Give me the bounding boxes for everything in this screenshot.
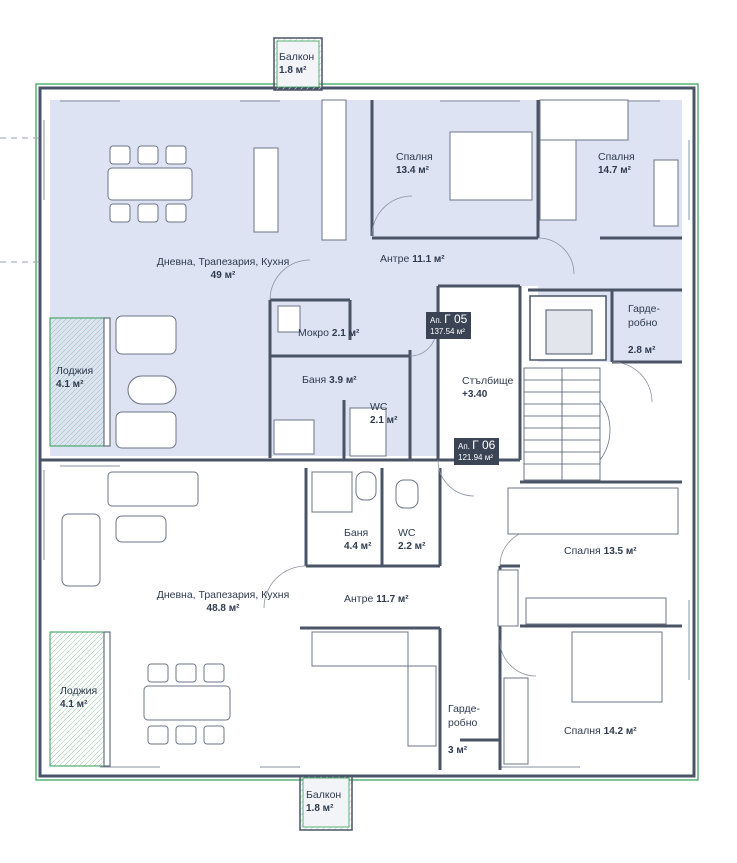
- room-area: 13.5 м²: [603, 546, 637, 557]
- room-name: Стълбище: [462, 375, 514, 387]
- room-balcony-bottom: Балкон 1.8 м²: [306, 788, 341, 816]
- stairs-shape: [523, 367, 611, 481]
- room-area: 49 м²: [210, 270, 236, 281]
- room-name: Антре: [344, 593, 374, 605]
- room-utility-05: Мокро 2.1 м²: [298, 326, 359, 341]
- room-name: Спалня: [564, 725, 601, 737]
- apartment-area: 121.94 м²: [458, 453, 493, 462]
- apartment-code: Г 06: [472, 438, 496, 452]
- room-area: 1.8 м²: [306, 803, 334, 814]
- room-wc-06: WC 2.2 м²: [398, 526, 425, 554]
- room-bedroom-06a: Спалня 13.5 м²: [564, 544, 637, 559]
- room-area: 4.1 м²: [56, 379, 84, 390]
- apartment-tag-05[interactable]: Ап. Г 05 137.54 м²: [426, 312, 472, 339]
- room-area: 2.8 м²: [628, 345, 656, 356]
- room-loggia-06: Лоджия 4.1 м²: [60, 684, 97, 712]
- room-area: 11.1 м²: [412, 254, 445, 265]
- room-name: Антре: [380, 253, 410, 265]
- room-bath-05: Баня 3.9 м²: [302, 373, 357, 388]
- room-area: 48.8 м²: [206, 603, 240, 614]
- room-wardrobe-06: Гарде- робно 3 м²: [448, 688, 480, 772]
- room-name: Дневна, Трапезария, Кухня: [156, 256, 290, 268]
- room-name: Гарде- робно: [448, 703, 480, 729]
- room-bedroom-05a: Спалня 13.4 м²: [396, 150, 433, 178]
- room-name: Спалня: [564, 545, 601, 557]
- room-name: Баня: [302, 374, 327, 386]
- room-name: Лоджия: [60, 685, 98, 697]
- room-name: Лоджия: [56, 365, 94, 377]
- room-bedroom-05b: Спалня 14.7 м²: [598, 150, 635, 178]
- room-name: Балкон: [306, 789, 342, 801]
- room-area: 3 м²: [448, 745, 468, 756]
- interior-walls: [40, 100, 682, 770]
- room-bath-06: Баня 4.4 м²: [344, 526, 371, 554]
- room-name: Гарде- робно: [628, 303, 660, 329]
- room-wardrobe-05: Гарде- робно 2.8 м²: [628, 288, 660, 372]
- room-name: WC: [398, 527, 416, 539]
- apartment-prefix: Ап.: [430, 316, 442, 325]
- room-area: 2.2 м²: [398, 541, 426, 552]
- room-area: 1.8 м²: [279, 65, 307, 76]
- room-hall-06: Антре 11.7 м²: [344, 592, 409, 607]
- room-loggia-05: Лоджия 4.1 м²: [56, 364, 93, 392]
- room-area: 14.2 м²: [603, 726, 637, 737]
- room-wc-05: WC 2.1 м²: [370, 400, 397, 428]
- balcony-top-shape: [273, 37, 323, 91]
- room-name: Спалня: [396, 151, 433, 163]
- room-area: 3.9 м²: [329, 375, 357, 386]
- room-area: 4.1 м²: [60, 699, 88, 710]
- loggia-bottom-shape: [49, 631, 111, 767]
- room-name: Баня: [344, 527, 369, 539]
- room-hall-05: Антре 11.1 м²: [380, 252, 445, 267]
- room-bedroom-06b: Спалня 14.2 м²: [564, 724, 637, 739]
- room-living-05: Дневна, Трапезария, Кухня 49 м²: [148, 255, 298, 283]
- room-balcony-top: Балкон 1.8 м²: [279, 50, 314, 78]
- room-area: 2.1 м²: [331, 328, 360, 339]
- balcony-bottom-shape: [299, 775, 353, 831]
- room-area: 14.7 м²: [598, 165, 631, 176]
- room-name: Дневна, Трапезария, Кухня: [156, 589, 290, 601]
- room-area: 11.7 м²: [376, 594, 409, 605]
- room-area: +3.40: [462, 389, 488, 400]
- room-living-06: Дневна, Трапезария, Кухня 48.8 м²: [148, 588, 298, 616]
- apartment-area: 137.54 м²: [430, 327, 465, 336]
- furniture-06: [61, 471, 679, 765]
- room-area: 13.4 м²: [396, 165, 429, 176]
- outer-walls: [38, 86, 696, 778]
- apartment-prefix: Ап.: [458, 442, 470, 451]
- outer-accent: [35, 83, 699, 781]
- door-swings: [263, 195, 653, 677]
- room-name: WC: [370, 401, 388, 413]
- elevator: [529, 295, 607, 361]
- room-name: Спалня: [598, 151, 635, 163]
- loggia-top-shape: [49, 317, 111, 447]
- room-area: 2.1 м²: [370, 415, 398, 426]
- window-marks: [43, 100, 690, 768]
- room-stairs: Стълбище +3.40: [462, 374, 513, 402]
- furniture-05: [107, 99, 679, 457]
- dashed-leaders: [0, 137, 40, 263]
- room-name: Мокро: [298, 327, 329, 339]
- room-name: Балкон: [279, 51, 315, 63]
- room-area: 4.4 м²: [344, 541, 372, 552]
- apartment-code: Г 05: [444, 312, 468, 326]
- apartment-tag-06[interactable]: Ап. Г 06 121.94 м²: [454, 438, 500, 465]
